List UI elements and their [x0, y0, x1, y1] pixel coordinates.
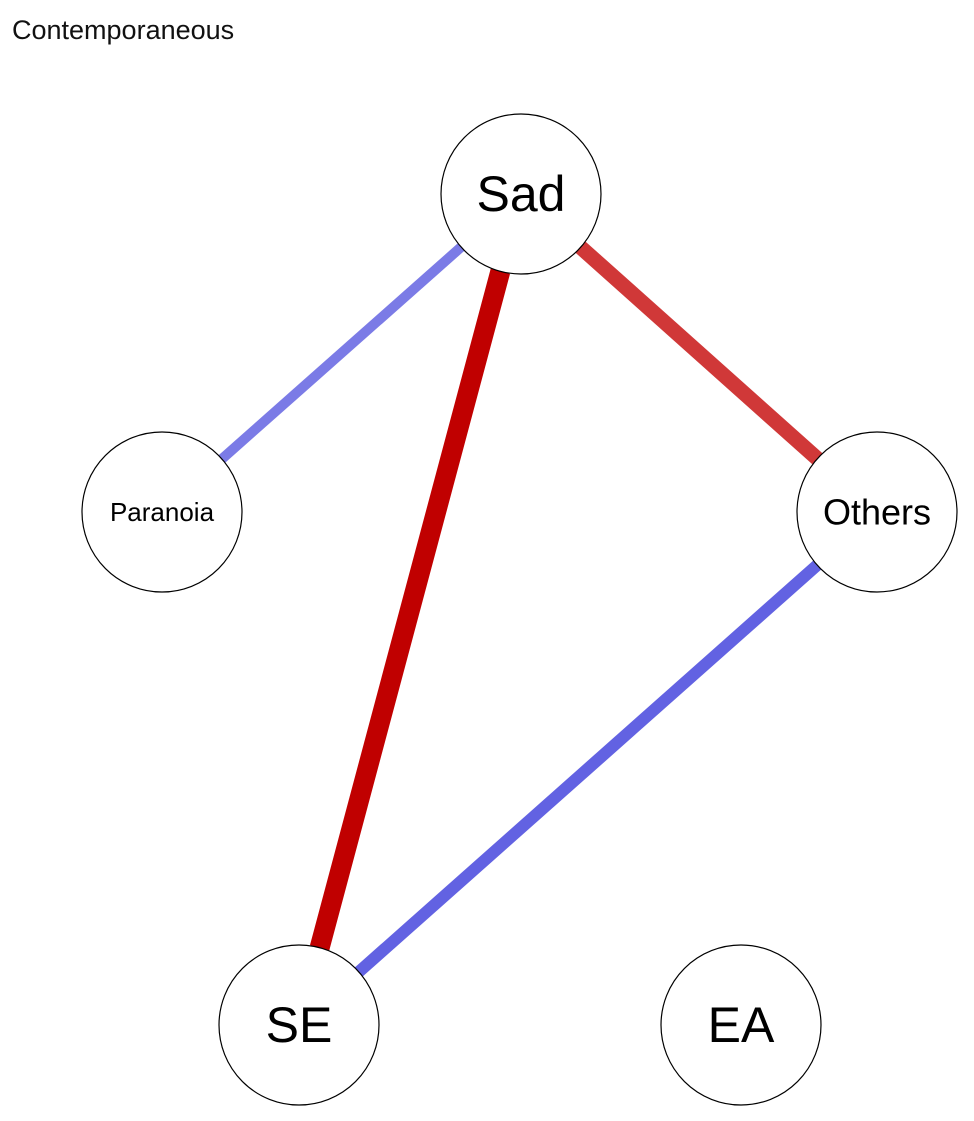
node-circle-ea — [660, 944, 822, 1106]
node-circle-se — [218, 944, 380, 1106]
edge-sad-paranoia — [218, 243, 465, 463]
node-label-others: Others — [823, 492, 931, 533]
page-title: Contemporaneous — [12, 15, 235, 45]
node-label-se: SE — [266, 997, 333, 1053]
node-circle-sad — [440, 113, 602, 275]
node-circle-paranoia — [81, 431, 243, 593]
node-others: Others — [796, 431, 958, 593]
edges-layer — [218, 241, 823, 977]
node-ea: EA — [660, 944, 822, 1106]
edge-others-se — [354, 560, 822, 977]
node-circle-others — [796, 431, 958, 593]
edge-sad-se — [309, 268, 511, 951]
edge-sad-others — [575, 241, 823, 465]
node-se: SE — [218, 944, 380, 1106]
node-label-ea: EA — [708, 997, 775, 1053]
node-label-paranoia: Paranoia — [110, 497, 215, 527]
node-label-sad: Sad — [477, 166, 566, 222]
node-sad: Sad — [440, 113, 602, 275]
node-paranoia: Paranoia — [81, 431, 243, 593]
